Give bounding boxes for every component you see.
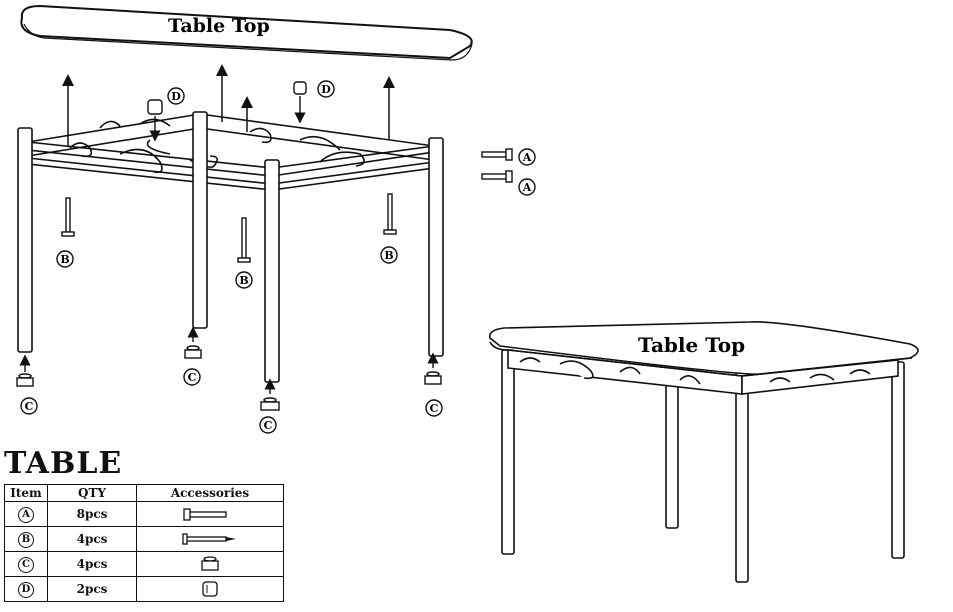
svg-text:C: C bbox=[25, 400, 34, 413]
svg-text:C: C bbox=[430, 402, 439, 415]
svg-text:C: C bbox=[264, 419, 273, 432]
leg-cap-icon bbox=[201, 556, 219, 571]
connector-icon bbox=[202, 581, 218, 597]
leg-caps-c bbox=[16, 326, 442, 411]
lift-arrows bbox=[62, 64, 395, 150]
table-row: C 4pcs bbox=[4, 551, 284, 577]
callout-d-2: D bbox=[317, 80, 335, 98]
qty-cell: 8pcs bbox=[47, 501, 137, 527]
callout-d-1: D bbox=[167, 87, 185, 105]
qty-cell: 4pcs bbox=[47, 526, 137, 552]
table-row: B 4pcs bbox=[4, 526, 284, 552]
item-badge: D bbox=[18, 581, 34, 598]
qty-cell: 2pcs bbox=[47, 576, 137, 602]
svg-text:D: D bbox=[171, 90, 181, 103]
bolts-a bbox=[481, 148, 513, 183]
exploded-frame bbox=[27, 113, 435, 191]
connectors-d bbox=[147, 81, 307, 142]
callout-b-1: B bbox=[56, 250, 74, 268]
header-qty: QTY bbox=[47, 484, 137, 502]
svg-text:A: A bbox=[522, 181, 532, 194]
header-item: Item bbox=[4, 484, 48, 502]
screw-icon bbox=[182, 533, 236, 545]
item-badge: C bbox=[18, 556, 34, 573]
svg-text:B: B bbox=[60, 253, 69, 266]
header-accessories: Accessories bbox=[136, 484, 284, 502]
svg-text:C: C bbox=[188, 371, 197, 384]
callout-a-1: A bbox=[518, 148, 536, 166]
assembled-table bbox=[488, 321, 919, 583]
callout-c-3: C bbox=[259, 416, 277, 434]
callout-b-2: B bbox=[235, 271, 253, 289]
parts-list-header-row: Item QTY Accessories bbox=[4, 484, 284, 502]
svg-text:B: B bbox=[239, 274, 248, 287]
item-badge: A bbox=[18, 506, 34, 523]
part-callouts: D D A A B B B C C C C bbox=[20, 80, 536, 434]
callout-b-3: B bbox=[380, 246, 398, 264]
bolt-icon bbox=[183, 508, 227, 521]
parts-list-table: Item QTY Accessories A 8pcs B 4pcs C 4pc… bbox=[4, 484, 284, 602]
exploded-table-top-label: Table Top bbox=[168, 15, 270, 37]
table-row: D 2pcs bbox=[4, 576, 284, 602]
svg-text:D: D bbox=[321, 83, 331, 96]
item-badge: B bbox=[18, 531, 34, 548]
qty-cell: 4pcs bbox=[47, 551, 137, 577]
table-row: A 8pcs bbox=[4, 501, 284, 527]
svg-text:A: A bbox=[522, 151, 532, 164]
exploded-table-top: Table Top bbox=[20, 4, 473, 61]
svg-text:B: B bbox=[384, 249, 393, 262]
callout-c-1: C bbox=[20, 397, 38, 415]
callout-c-2: C bbox=[183, 368, 201, 386]
parts-list-title: TABLE bbox=[4, 446, 123, 481]
assembled-table-top-label: Table Top bbox=[638, 333, 745, 357]
callout-a-2: A bbox=[518, 178, 536, 196]
callout-c-4: C bbox=[425, 399, 443, 417]
screws-b bbox=[61, 193, 397, 263]
